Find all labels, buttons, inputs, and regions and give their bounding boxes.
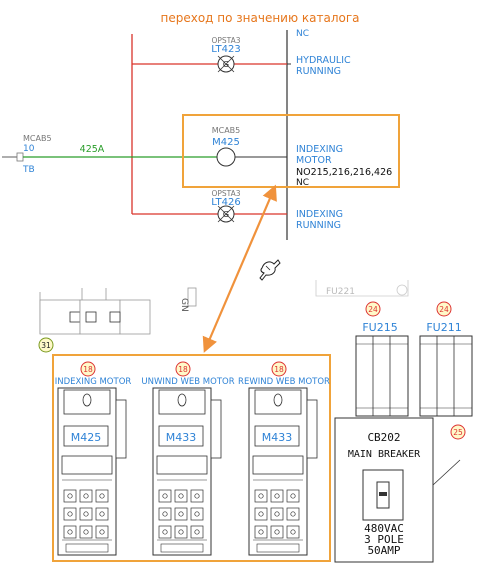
starter-badge-text: 18 [178, 365, 188, 374]
starter-tag: M425 [71, 431, 102, 444]
starter-tag-box [254, 425, 300, 447]
motor-coil-icon [216, 147, 236, 167]
motor-contacts-no: NO215,216,216,426 [296, 167, 392, 178]
svg-text:GN: GN [179, 298, 189, 312]
starter-tag: M433 [166, 431, 197, 444]
main-breaker-cb202[interactable]: 25 CB202 MAIN BREAKER 480VAC 3 POLE 50AM… [334, 417, 466, 563]
breaker-leader [432, 459, 461, 486]
indexing-running-line1: INDEXING [296, 209, 343, 220]
breaker-rating2: 3 POLE [364, 533, 404, 546]
starter-aux [306, 399, 318, 459]
starter-tag: M433 [262, 431, 293, 444]
motor-contacts-nc: NC [296, 178, 309, 188]
cross-reference-arrow [202, 184, 277, 353]
starter-badge-text: 18 [274, 365, 284, 374]
indexing-running-lamp[interactable]: OPSTA3 LT426 G [211, 189, 241, 223]
starter-aux [115, 399, 127, 459]
fuse-fu211[interactable]: 24 FU211 [419, 301, 473, 417]
breaker-badge [450, 424, 466, 440]
starter-tag-box [63, 425, 109, 447]
hydraulic-sub-label: OPSTA3 [211, 36, 240, 45]
starter-overload [61, 455, 113, 475]
hydraulic-tag: LT423 [211, 44, 240, 55]
hydraulic-line1: HYDRAULIC [296, 55, 351, 66]
fuse-fu215[interactable]: 24 FU215 [355, 301, 409, 417]
terminal-block-icon [16, 152, 24, 162]
breaker-tag: CB202 [367, 431, 400, 444]
motor-coil-m425[interactable]: MCAB5 M425 [212, 126, 241, 167]
starter-badge [80, 361, 96, 377]
starter-badge [271, 361, 287, 377]
fuse-badge [436, 301, 452, 317]
schematic: NC OPSTA3 LT423 G HYDRAULIC RUNNING MCAB… [2, 29, 400, 240]
starter-coil-icon [82, 393, 92, 407]
starter-badge-text: 18 [83, 365, 93, 374]
svg-text:24: 24 [439, 305, 449, 314]
breaker-rating3: 50AMP [367, 544, 400, 557]
fuse-badge [365, 301, 381, 317]
starter-overload [252, 455, 304, 475]
starter-tag-box [158, 425, 204, 447]
highlight-box [182, 114, 400, 188]
hydraulic-line2: RUNNING [296, 66, 341, 77]
starter-title: INDEXING MOTOR [55, 377, 132, 387]
breaker-rating1: 480VAC [364, 522, 404, 535]
source-tb: TB [22, 165, 35, 175]
fuse-strip-ghost: FU221 [315, 280, 409, 297]
starter-title: UNWIND WEB MOTOR [141, 377, 234, 387]
lamp-color-g: G [223, 60, 229, 69]
svg-text:25: 25 [453, 428, 463, 437]
svg-text:31: 31 [41, 341, 51, 350]
starter-overload [156, 455, 208, 475]
motor-line1: INDEXING [296, 144, 343, 155]
starter-coil-icon [273, 393, 283, 407]
panel-layout: GN 31 FU221 24 FU215 24 FU211 [38, 280, 473, 563]
starter-title: REWIND WEB MOTOR [238, 377, 330, 387]
motor-line2: MOTOR [296, 155, 332, 166]
badge-31: 31 [38, 337, 54, 353]
link-cursor-icon [259, 259, 281, 281]
caption-link[interactable]: переход по значению каталога [160, 11, 359, 25]
breaker-label: MAIN BREAKER [348, 449, 421, 460]
indexing-running-line2: RUNNING [296, 220, 341, 231]
source-num: 10 [23, 144, 35, 154]
source-sub-label: MCAB5 [23, 134, 52, 143]
svg-text:24: 24 [368, 305, 378, 314]
fuse-label: FU215 [362, 321, 397, 334]
starters-highlight-box [52, 354, 331, 562]
motor-sub-label: MCAB5 [212, 126, 241, 135]
lamp-color-g: G [223, 210, 229, 219]
motor-tag: M425 [212, 137, 240, 148]
fuse-label: FU211 [426, 321, 461, 334]
top-nc-label: NC [296, 29, 309, 39]
starter-badge [175, 361, 191, 377]
ghost-terminals: GN [39, 287, 197, 335]
svg-text:FU221: FU221 [326, 287, 355, 297]
hydraulic-lamp[interactable]: OPSTA3 LT423 G [211, 36, 241, 73]
wire-label: 425A [80, 144, 105, 155]
starter-coil-icon [177, 393, 187, 407]
starter-aux [210, 399, 222, 459]
